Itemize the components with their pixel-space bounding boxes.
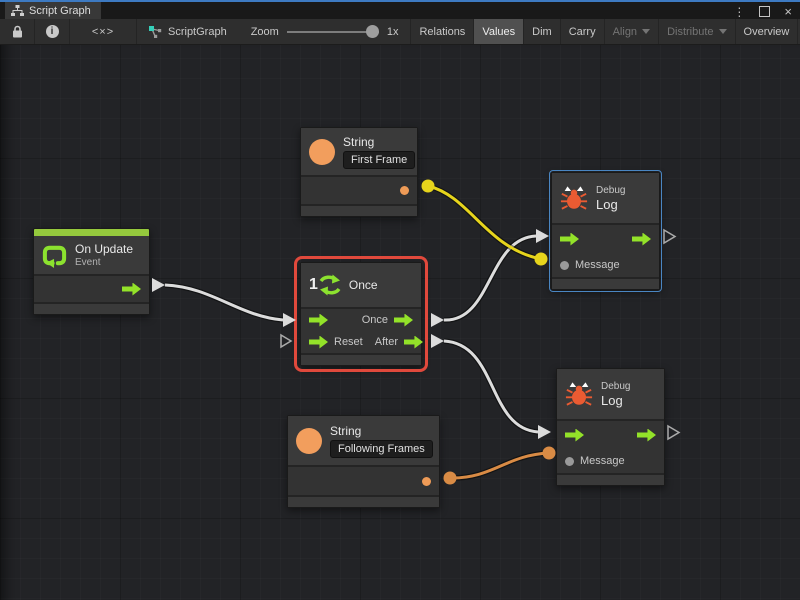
code-preview-button[interactable]: <×> bbox=[70, 19, 137, 44]
string-output-port[interactable] bbox=[422, 476, 431, 486]
on-update-icon bbox=[42, 245, 67, 268]
once-output-port[interactable] bbox=[394, 313, 413, 327]
event-accent-strip bbox=[34, 229, 149, 236]
node-kind: Debug bbox=[596, 184, 626, 196]
string-value-field[interactable]: First Frame bbox=[343, 150, 416, 169]
node-footer bbox=[552, 277, 659, 289]
string-output-port[interactable] bbox=[400, 186, 409, 195]
node-footer bbox=[288, 495, 439, 507]
node-on-update[interactable]: On Update Event bbox=[33, 228, 150, 315]
zoom-label: Zoom bbox=[250, 25, 279, 38]
zoom-value: 1x bbox=[386, 25, 399, 38]
flow-output-port[interactable] bbox=[632, 232, 651, 246]
node-title: Once bbox=[348, 278, 378, 292]
align-dropdown[interactable]: Align bbox=[603, 19, 658, 44]
flow-input-port[interactable] bbox=[565, 428, 584, 442]
distribute-dropdown[interactable]: Distribute bbox=[658, 19, 734, 44]
node-string-first[interactable]: String First Frame bbox=[300, 127, 418, 217]
zoom-slider-handle[interactable] bbox=[365, 25, 379, 38]
window-close-icon[interactable]: × bbox=[784, 4, 792, 19]
bug-icon bbox=[560, 185, 588, 210]
graph-breadcrumb[interactable]: ScriptGraph bbox=[137, 19, 241, 44]
node-title: String bbox=[343, 134, 375, 149]
node-title: Log bbox=[601, 392, 623, 408]
tab-script-graph[interactable]: Script Graph bbox=[5, 2, 101, 19]
message-input-port[interactable] bbox=[565, 456, 574, 466]
after-output-port[interactable] bbox=[403, 335, 423, 349]
values-button[interactable]: Values bbox=[473, 19, 524, 44]
tab-title: Script Graph bbox=[29, 4, 91, 17]
graph-name: ScriptGraph bbox=[168, 25, 227, 38]
zoom-slider-track bbox=[286, 30, 379, 33]
string-type-icon bbox=[309, 138, 335, 165]
node-footer bbox=[301, 204, 417, 216]
dim-button[interactable]: Dim bbox=[523, 19, 560, 44]
node-string-following[interactable]: String Following Frames bbox=[287, 415, 440, 508]
window-menu-icon[interactable]: ⋮ bbox=[733, 4, 746, 19]
port-label-message: Message bbox=[580, 455, 625, 467]
info-icon: i bbox=[45, 25, 59, 38]
graph-tab-icon bbox=[11, 5, 24, 16]
node-debug-log-top[interactable]: Debug Log Message bbox=[549, 170, 662, 292]
bug-icon bbox=[565, 381, 593, 406]
flow-input-port[interactable] bbox=[309, 313, 328, 327]
node-debug-log-bottom[interactable]: Debug Log Message bbox=[556, 368, 665, 486]
graph-toolbar: i <×> ScriptGraph Zoom 1x Relations Valu… bbox=[0, 19, 800, 45]
carry-button[interactable]: Carry bbox=[559, 19, 604, 44]
node-subtitle: Event bbox=[75, 257, 101, 268]
lock-icon bbox=[12, 25, 22, 38]
node-kind: Debug bbox=[601, 380, 631, 392]
port-label-message: Message bbox=[575, 259, 620, 271]
window-titlebar: Script Graph ⋮ × bbox=[0, 0, 800, 19]
overview-button[interactable]: Overview bbox=[734, 19, 798, 44]
string-value-field[interactable]: Following Frames bbox=[330, 439, 433, 458]
node-footer bbox=[557, 473, 664, 485]
script-graph-icon bbox=[149, 25, 162, 38]
message-input-port[interactable] bbox=[560, 260, 569, 270]
flow-output-port[interactable] bbox=[122, 282, 141, 296]
port-label-after: After bbox=[374, 336, 398, 348]
inspect-button[interactable]: i bbox=[35, 19, 70, 44]
window-maximize-icon[interactable] bbox=[759, 6, 771, 17]
flow-output-port[interactable] bbox=[637, 428, 656, 442]
node-once[interactable]: 1 Once Once Reset After bbox=[294, 256, 428, 372]
reset-input-port[interactable] bbox=[309, 335, 328, 349]
relations-button[interactable]: Relations bbox=[410, 19, 473, 44]
port-label-once: Once bbox=[361, 314, 388, 326]
node-title: On Update bbox=[75, 242, 134, 256]
node-title: Log bbox=[596, 196, 618, 212]
node-title: String bbox=[330, 423, 362, 438]
code-icon: <×> bbox=[91, 25, 115, 38]
port-label-reset: Reset bbox=[334, 336, 363, 348]
node-footer bbox=[301, 353, 421, 365]
string-type-icon bbox=[296, 427, 322, 454]
full-screen-button[interactable]: Full Screen bbox=[797, 19, 800, 44]
flow-input-port[interactable] bbox=[560, 232, 579, 246]
graph-canvas[interactable]: On Update Event String First Frame bbox=[0, 45, 800, 600]
zoom-slider[interactable] bbox=[286, 25, 379, 38]
node-footer bbox=[34, 302, 149, 314]
once-icon: 1 bbox=[309, 273, 341, 297]
lock-button[interactable] bbox=[0, 19, 35, 44]
